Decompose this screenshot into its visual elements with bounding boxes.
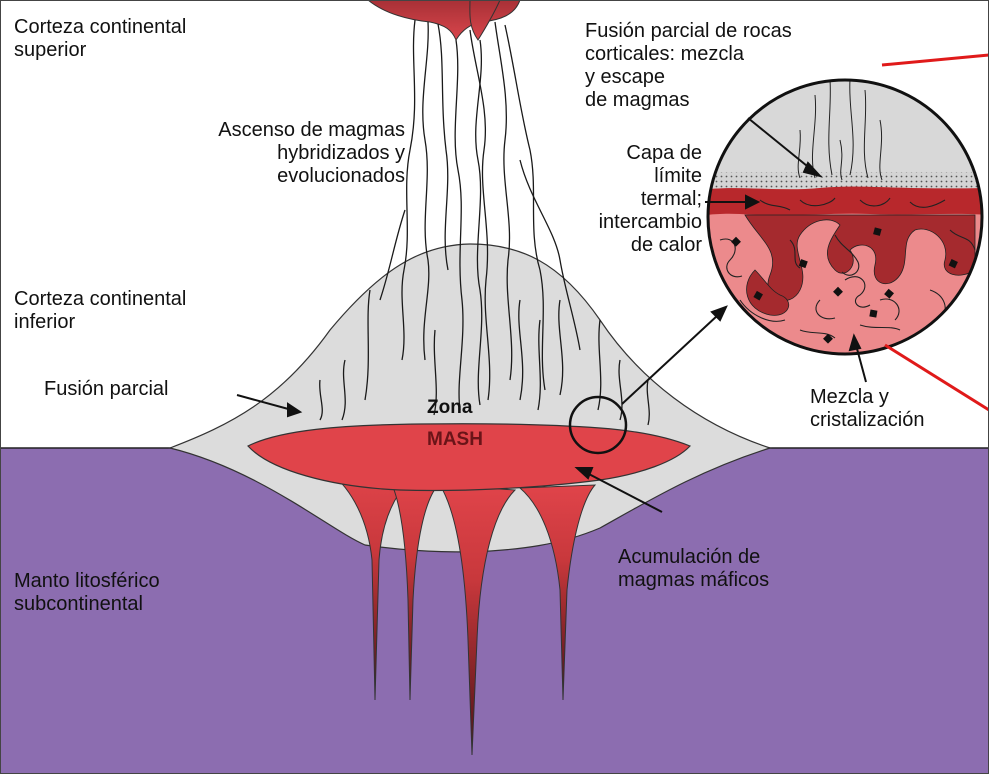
- lower-crust-label: Corteza continental inferior: [14, 288, 186, 334]
- crustal-melt-label-line1: Fusión parcial de rocas: [585, 20, 792, 43]
- crustal-melt-label: Fusión parcial de rocas corticales: mezc…: [585, 20, 792, 112]
- accumulation-label: Acumulación de magmas máficos: [618, 546, 769, 592]
- ascent-label-line1: Ascenso de magmas: [140, 119, 405, 142]
- thermal-layer-label: Capa de límite termal; intercambio de ca…: [530, 142, 702, 257]
- upper-crust-label: Corteza continental superior: [14, 16, 186, 62]
- ascent-label-line2: hybridizados y: [140, 142, 405, 165]
- partial-melt-label: Fusión parcial: [44, 378, 169, 401]
- crustal-melt-label-line2: corticales: mezcla: [585, 43, 792, 66]
- mixing-label: Mezcla y cristalización: [810, 386, 924, 432]
- upper-crust-label-line1: Corteza continental: [14, 16, 186, 39]
- thermal-layer-label-line1: Capa de: [530, 142, 702, 165]
- accumulation-label-line1: Acumulación de: [618, 546, 769, 569]
- crustal-melt-label-line4: de magmas: [585, 89, 792, 112]
- mash-label: MASH: [427, 429, 483, 451]
- accumulation-label-line2: magmas máficos: [618, 569, 769, 592]
- thermal-layer-label-line5: de calor: [530, 234, 702, 257]
- lower-crust-label-line2: inferior: [14, 311, 186, 334]
- mantle-label-line1: Manto litosférico: [14, 570, 160, 593]
- mixing-label-line2: cristalización: [810, 409, 924, 432]
- ascent-label-line3: evolucionados: [140, 165, 405, 188]
- ascent-label: Ascenso de magmas hybridizados y evoluci…: [140, 119, 405, 188]
- thermal-layer-label-line4: intercambio: [530, 211, 702, 234]
- mixing-label-line1: Mezcla y: [810, 386, 924, 409]
- thermal-layer-label-line3: termal;: [530, 188, 702, 211]
- lower-crust-label-line1: Corteza continental: [14, 288, 186, 311]
- mantle-label: Manto litosférico subcontinental: [14, 570, 160, 616]
- crustal-melt-label-line3: y escape: [585, 66, 792, 89]
- mantle-label-line2: subcontinental: [14, 593, 160, 616]
- upper-crust-label-line2: superior: [14, 39, 186, 62]
- zona-label: Zona: [427, 397, 472, 419]
- thermal-layer-label-line2: límite: [530, 165, 702, 188]
